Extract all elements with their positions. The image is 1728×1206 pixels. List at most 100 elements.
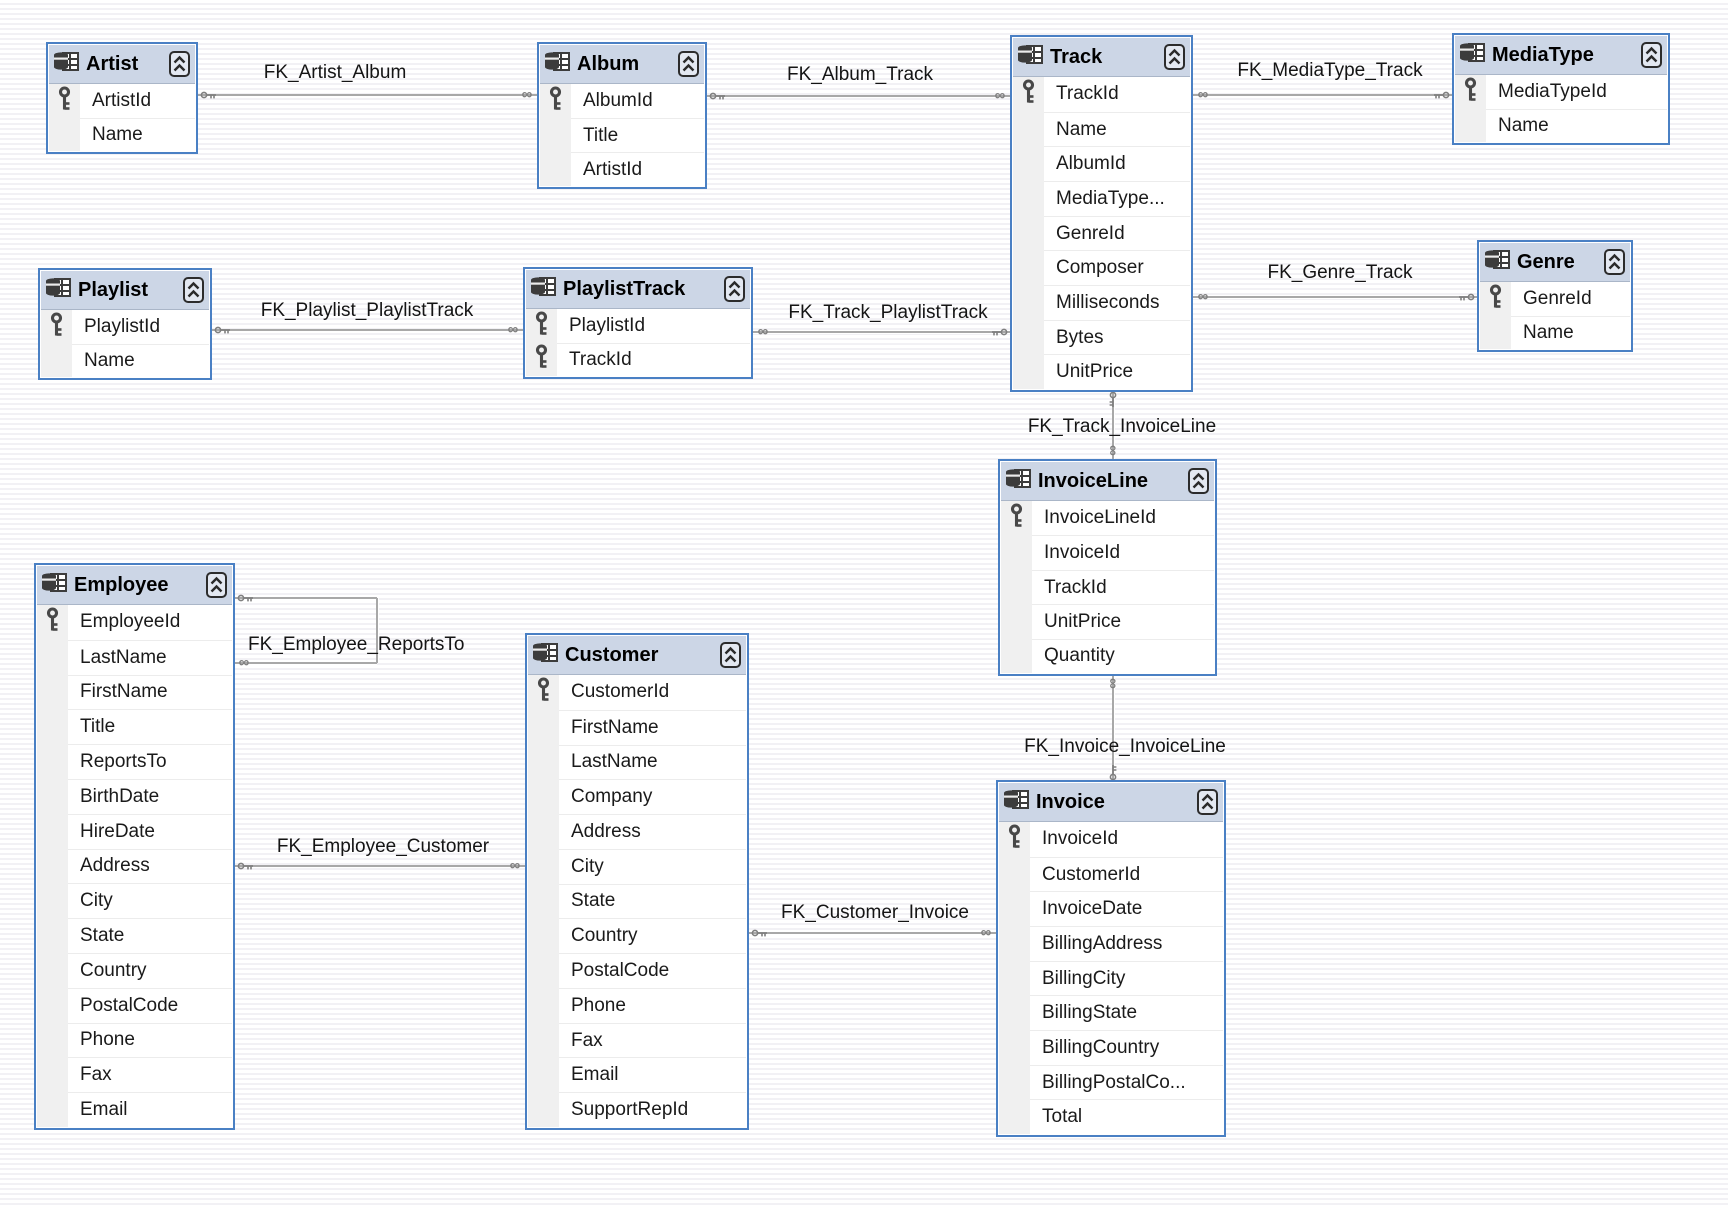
column-row[interactable]: Bytes bbox=[1013, 319, 1190, 355]
collapse-button[interactable] bbox=[1188, 468, 1209, 494]
relationship-line[interactable] bbox=[235, 662, 377, 664]
relationship-line[interactable] bbox=[753, 331, 1010, 333]
relationship-label[interactable]: FK_Employee_Customer bbox=[276, 836, 490, 857]
column-row[interactable]: Total bbox=[999, 1099, 1223, 1135]
column-row[interactable]: PostalCode bbox=[37, 987, 232, 1023]
relationship-line[interactable] bbox=[1193, 296, 1477, 298]
column-row[interactable]: MediaType... bbox=[1013, 181, 1190, 216]
column-row[interactable]: Title bbox=[540, 118, 704, 152]
relationship-label[interactable]: FK_Track_PlaylistTrack bbox=[788, 302, 988, 323]
column-row[interactable]: Address bbox=[37, 848, 232, 884]
relationship-label[interactable]: FK_Employee_ReportsTo bbox=[248, 634, 465, 655]
relationship-line[interactable] bbox=[235, 865, 525, 867]
column-row[interactable]: CustomerId bbox=[999, 856, 1223, 892]
collapse-button[interactable] bbox=[169, 51, 190, 77]
table-header[interactable]: Playlist bbox=[41, 271, 209, 310]
collapse-button[interactable] bbox=[206, 572, 227, 598]
table-header[interactable]: Employee bbox=[37, 566, 232, 605]
column-row[interactable]: BillingAddress bbox=[999, 926, 1223, 961]
column-row[interactable]: FirstName bbox=[37, 674, 232, 710]
relationship-label[interactable]: FK_Album_Track bbox=[786, 64, 934, 85]
column-row[interactable]: UnitPrice bbox=[1001, 604, 1214, 639]
column-row[interactable]: Email bbox=[37, 1092, 232, 1127]
relationship-line[interactable] bbox=[749, 932, 996, 934]
column-row[interactable]: BirthDate bbox=[37, 778, 232, 814]
column-row[interactable]: Company bbox=[528, 779, 746, 815]
column-row[interactable]: FirstName bbox=[528, 709, 746, 745]
table-header[interactable]: Invoice bbox=[999, 783, 1223, 822]
relationship-label[interactable]: FK_Artist_Album bbox=[263, 62, 407, 83]
column-row[interactable]: Name bbox=[1480, 315, 1630, 349]
column-row[interactable]: City bbox=[528, 848, 746, 884]
column-row[interactable]: Fax bbox=[528, 1022, 746, 1058]
column-row[interactable]: EmployeeId bbox=[37, 605, 232, 640]
column-row[interactable]: Email bbox=[528, 1057, 746, 1093]
table-header[interactable]: Track bbox=[1013, 38, 1190, 77]
relationship-line[interactable] bbox=[198, 94, 537, 96]
column-row[interactable]: Composer bbox=[1013, 250, 1190, 286]
column-row[interactable]: ArtistId bbox=[49, 84, 195, 118]
column-row[interactable]: MediaTypeId bbox=[1455, 75, 1667, 109]
column-row[interactable]: SupportRepId bbox=[528, 1092, 746, 1127]
table-header[interactable]: InvoiceLine bbox=[1001, 462, 1214, 501]
column-row[interactable]: TrackId bbox=[526, 342, 750, 376]
collapse-button[interactable] bbox=[678, 51, 699, 77]
column-row[interactable]: Phone bbox=[37, 1022, 232, 1058]
collapse-button[interactable] bbox=[1197, 789, 1218, 815]
column-row[interactable]: ArtistId bbox=[540, 152, 704, 186]
collapse-button[interactable] bbox=[1604, 249, 1625, 275]
relationship-label[interactable]: FK_Track_InvoiceLine bbox=[1027, 416, 1217, 437]
column-row[interactable]: Name bbox=[49, 117, 195, 151]
column-row[interactable]: PostalCode bbox=[528, 953, 746, 988]
column-row[interactable]: Fax bbox=[37, 1057, 232, 1093]
collapse-button[interactable] bbox=[720, 642, 741, 668]
relationship-line[interactable] bbox=[1112, 676, 1114, 780]
column-row[interactable]: Title bbox=[37, 709, 232, 745]
table-header[interactable]: Customer bbox=[528, 636, 746, 675]
column-row[interactable]: TrackId bbox=[1001, 569, 1214, 605]
column-row[interactable]: Name bbox=[1013, 111, 1190, 147]
table-header[interactable]: PlaylistTrack bbox=[526, 270, 750, 309]
column-row[interactable]: Country bbox=[37, 952, 232, 988]
column-row[interactable]: Country bbox=[528, 918, 746, 954]
column-row[interactable]: PlaylistId bbox=[41, 310, 209, 344]
column-row[interactable]: TrackId bbox=[1013, 77, 1190, 112]
column-row[interactable]: LastName bbox=[37, 639, 232, 675]
column-row[interactable]: GenreId bbox=[1480, 282, 1630, 316]
column-row[interactable]: LastName bbox=[528, 744, 746, 780]
table-header[interactable]: Artist bbox=[49, 45, 195, 84]
relationship-label[interactable]: FK_MediaType_Track bbox=[1237, 60, 1423, 81]
column-row[interactable]: Name bbox=[1455, 108, 1667, 142]
relationship-label[interactable]: FK_Playlist_PlaylistTrack bbox=[260, 300, 474, 321]
collapse-button[interactable] bbox=[724, 276, 745, 302]
column-row[interactable]: CustomerId bbox=[528, 675, 746, 710]
column-row[interactable]: BillingCountry bbox=[999, 1030, 1223, 1065]
column-row[interactable]: Quantity bbox=[1001, 638, 1214, 674]
column-row[interactable]: ReportsTo bbox=[37, 744, 232, 779]
column-row[interactable]: HireDate bbox=[37, 813, 232, 849]
column-row[interactable]: State bbox=[528, 883, 746, 919]
column-row[interactable]: Milliseconds bbox=[1013, 285, 1190, 320]
relationship-line[interactable] bbox=[212, 329, 523, 331]
column-row[interactable]: Name bbox=[41, 343, 209, 377]
column-row[interactable]: PlaylistId bbox=[526, 309, 750, 343]
column-row[interactable]: Address bbox=[528, 814, 746, 849]
column-row[interactable]: InvoiceDate bbox=[999, 891, 1223, 927]
column-row[interactable]: GenreId bbox=[1013, 215, 1190, 251]
column-row[interactable]: AlbumId bbox=[1013, 146, 1190, 182]
relationship-label[interactable]: FK_Customer_Invoice bbox=[781, 902, 969, 923]
relationship-line[interactable] bbox=[1112, 392, 1114, 459]
relationship-line[interactable] bbox=[376, 598, 378, 663]
column-row[interactable]: BillingCity bbox=[999, 960, 1223, 996]
collapse-button[interactable] bbox=[1164, 44, 1185, 70]
